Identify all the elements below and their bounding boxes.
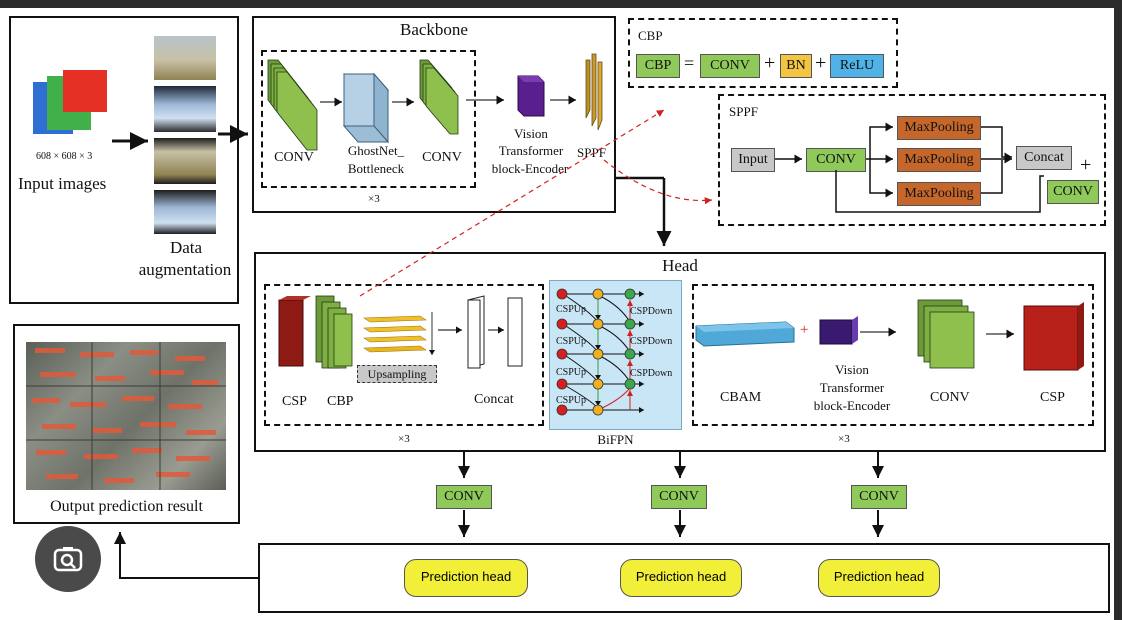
bifpn-cspup-3: CSPUp [556, 367, 587, 378]
output-image [26, 342, 226, 490]
cbp-equals: = [684, 53, 695, 73]
backbone-conv1-label: CONV [274, 150, 314, 165]
bifpn-cspdown-3: CSPDown [630, 368, 673, 379]
sppf-concat-tag: Concat [1016, 146, 1072, 170]
backbone-vit-label-2: Transformer [498, 143, 564, 158]
bifpn-label: BiFPN [597, 432, 634, 447]
input-dims: 608 × 608 × 3 [36, 151, 93, 162]
out-conv-1: CONV [436, 485, 492, 509]
head-vit-label-3: block-Encoder [813, 398, 891, 413]
cbp-title: CBP [638, 28, 663, 43]
head-repeat-1: ×3 [398, 433, 410, 445]
cbp-relu-tag: ReLU [830, 54, 884, 78]
prediction-head-1: Prediction head [404, 559, 528, 597]
aug-image-4 [154, 190, 216, 234]
cbp-conv-tag: CONV [700, 54, 760, 78]
backbone-repeat-label: ×3 [368, 193, 380, 205]
sppf-conv-out-tag: CONV [1047, 180, 1099, 204]
backbone-ghost-label-2: Bottleneck [347, 161, 405, 176]
cbp-bn-tag: BN [780, 54, 812, 78]
camera-search-icon [52, 543, 84, 575]
aug-image-1 [154, 36, 216, 80]
bifpn-cspdown-1: CSPDown [630, 306, 673, 317]
prediction-head-3: Prediction head [818, 559, 940, 597]
head-plus: + [800, 322, 809, 338]
aug-image-2 [154, 86, 216, 132]
aug-image-3 [154, 138, 216, 184]
head-csp-label: CSP [282, 394, 307, 409]
cbp-cbp-tag: CBP [636, 54, 680, 78]
head-upsampling-tag: Upsampling [357, 365, 437, 383]
input-title: Input images [18, 174, 107, 193]
bifpn-cspup-2: CSPUp [556, 336, 587, 347]
head-vit-label-2: Transformer [819, 380, 885, 395]
backbone-vit-label-3: block-Encoder [491, 161, 569, 176]
backbone-ghost-label-1: GhostNet_ [347, 143, 405, 158]
head-cbp-label: CBP [327, 394, 354, 409]
head-cbam-label: CBAM [720, 390, 762, 405]
sppf-maxpool-2: MaxPooling [897, 148, 981, 172]
sppf-maxpool-3: MaxPooling [897, 182, 981, 206]
sppf-maxpool-1: MaxPooling [897, 116, 981, 140]
head-csp2-label: CSP [1040, 390, 1065, 405]
sppf-title: SPPF [729, 104, 758, 119]
cbp-plus-2: + [815, 52, 827, 74]
bifpn-block [549, 280, 682, 430]
backbone-vit-label-1: Vision [514, 126, 548, 141]
sppf-plus: + [1080, 154, 1092, 176]
cbp-plus-1: + [764, 52, 776, 74]
backbone-conv2-label: CONV [422, 150, 462, 165]
head-right-repeat-box [692, 284, 1094, 426]
bifpn-cspup-4: CSPUp [556, 395, 587, 406]
head-conv-label: CONV [930, 390, 970, 405]
lens-button[interactable] [35, 526, 101, 592]
prediction-head-2: Prediction head [620, 559, 742, 597]
sppf-input-tag: Input [731, 148, 775, 172]
backbone-sppf-label: SPPF [577, 145, 606, 160]
head-concat-label: Concat [474, 392, 514, 407]
bifpn-cspup-1: CSPUp [556, 304, 587, 315]
output-title: Output prediction result [50, 498, 203, 515]
out-conv-3: CONV [851, 485, 907, 509]
sppf-panel [718, 94, 1106, 226]
out-conv-2: CONV [651, 485, 707, 509]
head-title: Head [662, 256, 698, 275]
sppf-conv-tag: CONV [806, 148, 866, 172]
cbp-panel [628, 18, 898, 88]
head-repeat-2: ×3 [838, 433, 850, 445]
aug-label-1: Data [169, 238, 203, 257]
bifpn-cspdown-2: CSPDown [630, 336, 673, 347]
head-vit-label-1: Vision [835, 362, 869, 377]
backbone-title: Backbone [400, 20, 468, 39]
input-image-stack [33, 70, 113, 150]
aug-label-2: augmentation [138, 260, 232, 279]
